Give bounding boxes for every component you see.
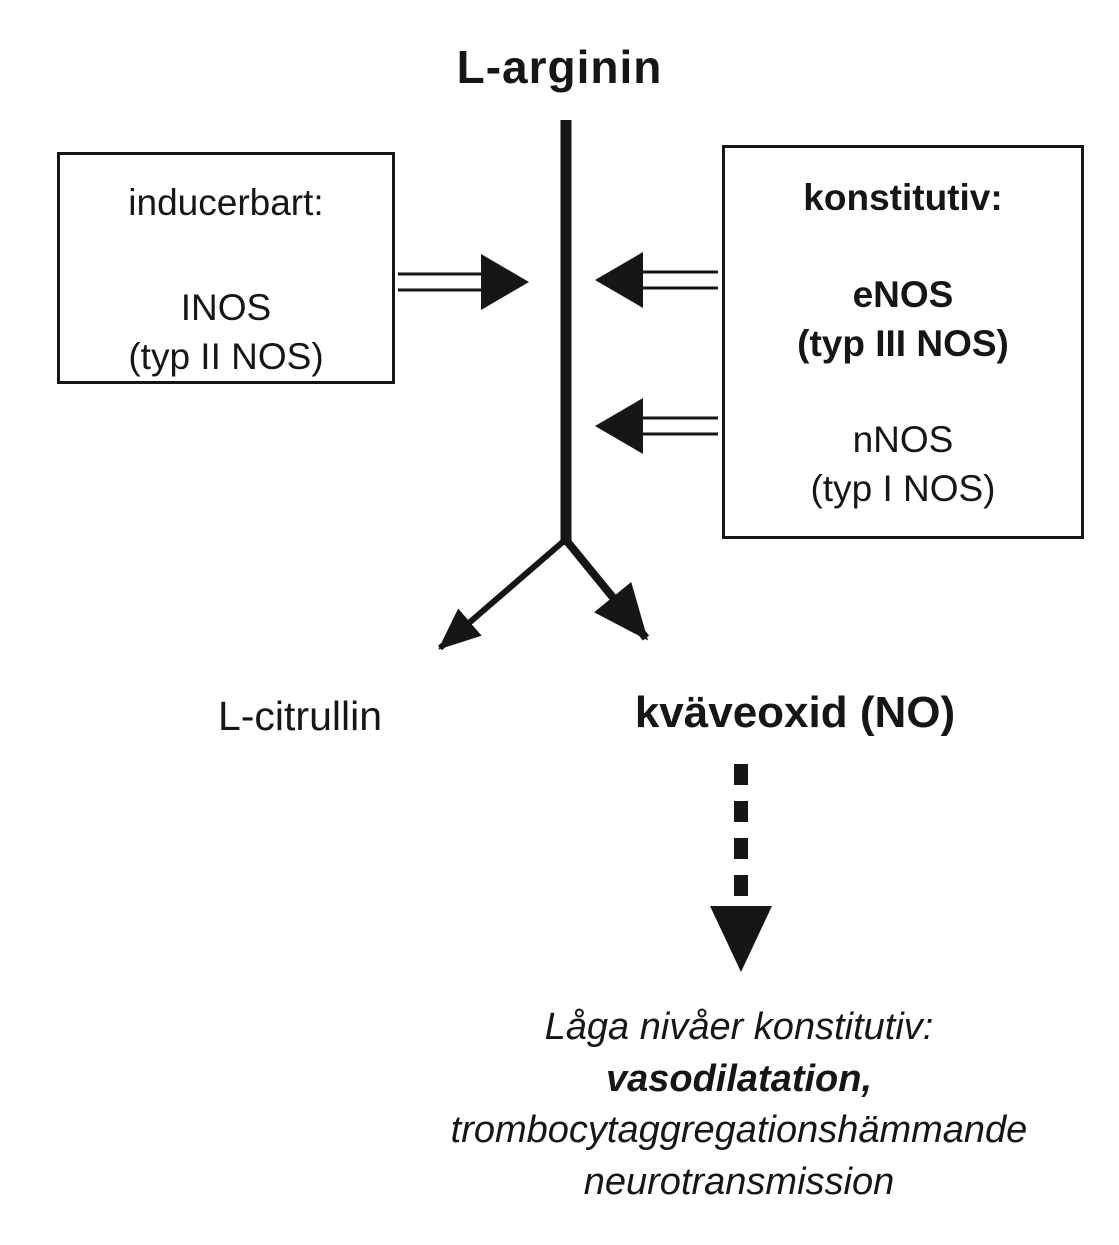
enos-arrow-icon — [595, 252, 718, 308]
product-l-citrullin: L-citrullin — [217, 693, 383, 739]
no-effects-text: Låga nivåer konstitutiv: vasodilatation,… — [339, 1002, 1119, 1209]
inducible-label: inducerbart: — [128, 182, 324, 223]
substrate-title: L-arginin — [456, 41, 663, 93]
nnos-arrow-icon — [595, 398, 718, 454]
inos-type: (typ II NOS) — [128, 335, 324, 377]
effects-line-1: Låga nivåer konstitutiv: — [544, 1006, 934, 1048]
effects-line-2: vasodilatation, — [605, 1057, 873, 1100]
enos-type: (typ III NOS) — [797, 322, 1009, 364]
nnos-type: (typ I NOS) — [810, 468, 996, 510]
nnos-name: nNOS — [852, 419, 954, 461]
enos-name: eNOS — [852, 273, 954, 315]
effects-line-3: trombocytaggregationshämmande — [450, 1109, 1028, 1152]
effects-line-4: neurotransmission — [583, 1161, 895, 1204]
inducible-nos-box: inducerbart: INOS (typ II NOS) — [57, 152, 395, 384]
branch-arrow-l-citrullin-icon — [438, 537, 567, 651]
inos-arrow-icon — [398, 254, 529, 310]
branch-arrow-kvaveoxid-icon — [562, 537, 650, 641]
no-effects-dashed-arrow-icon — [710, 764, 772, 972]
constitutive-nos-box: konstitutiv: eNOS (typ III NOS) nNOS (ty… — [722, 145, 1084, 539]
constitutive-label: konstitutiv: — [803, 177, 1003, 218]
inos-name: INOS — [180, 286, 272, 328]
product-kvaveoxid: kväveoxid (NO) — [634, 688, 956, 737]
